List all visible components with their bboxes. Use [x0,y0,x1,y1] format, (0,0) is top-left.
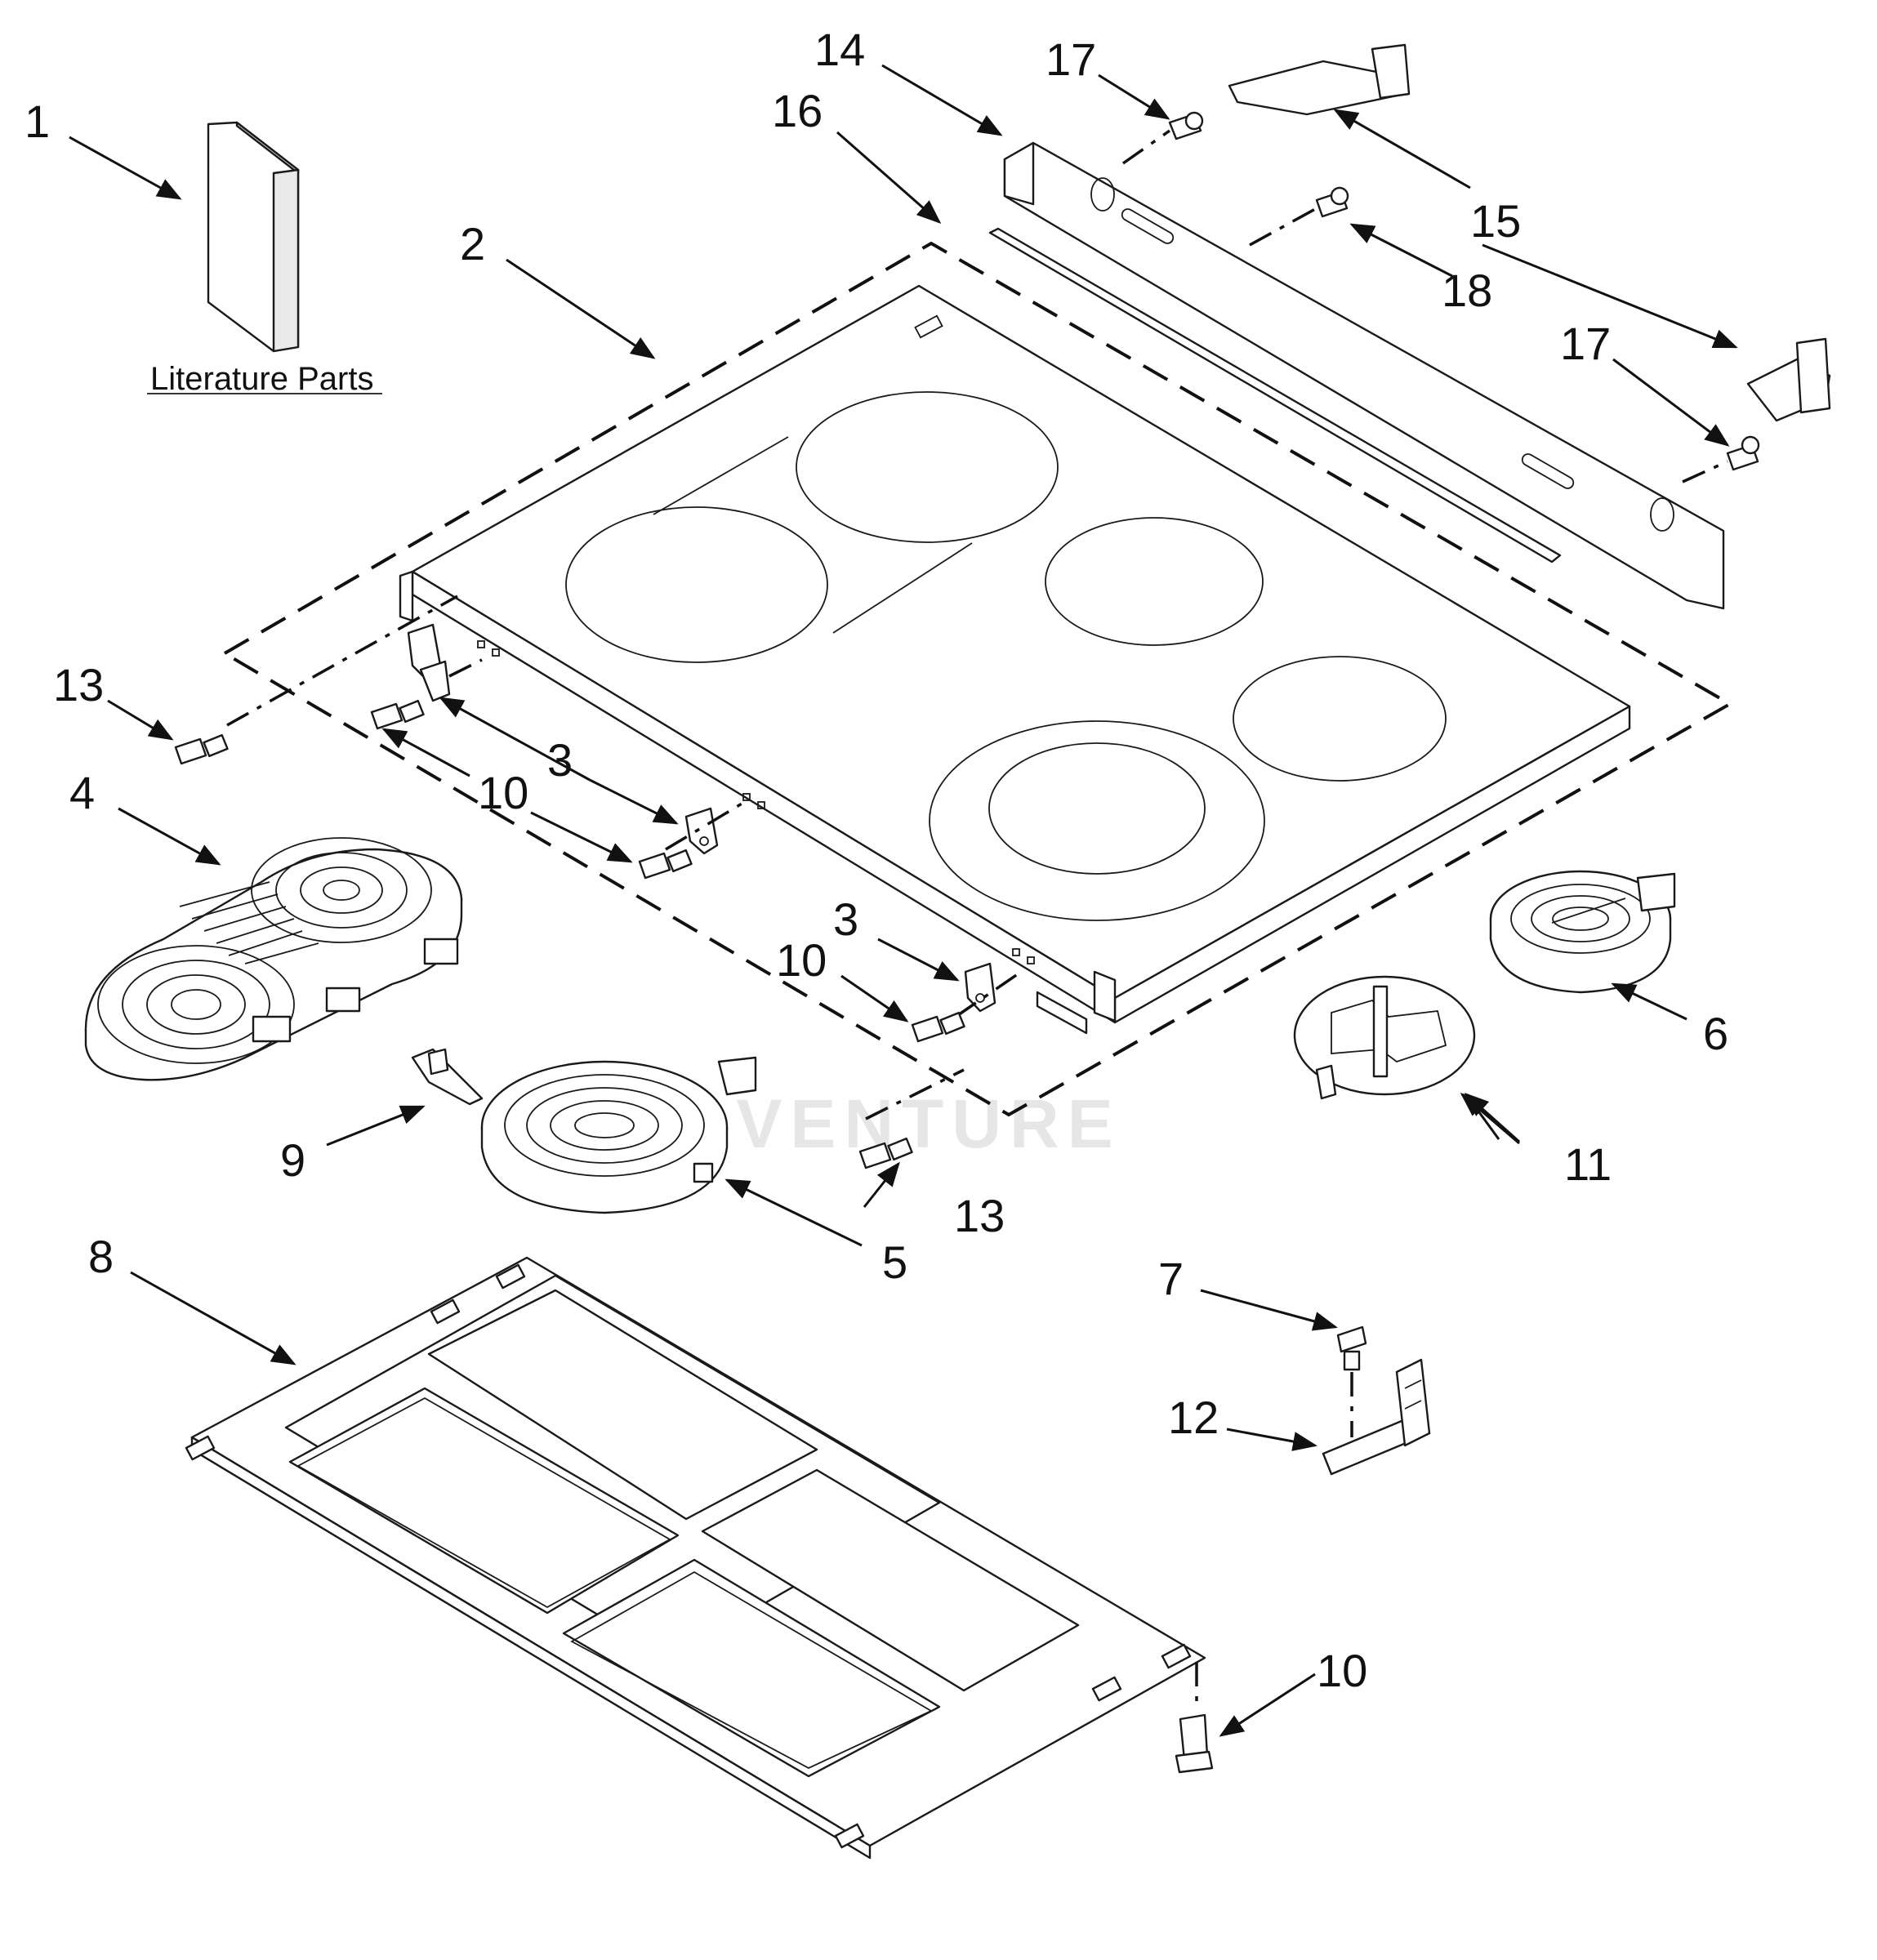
callout-13b: 13 [954,1190,1005,1241]
mounting-bracket-3c [407,623,451,702]
front-bracket-right [1036,991,1088,1035]
literature-parts-booklet [147,121,382,394]
screw-7 [1336,1325,1367,1437]
callout-8: 8 [88,1231,114,1282]
callout-4: 4 [69,767,95,818]
callout-13a: 13 [53,659,104,710]
callout-12: 12 [1168,1392,1219,1443]
callout-15: 15 [1470,195,1521,247]
screw-10d [1175,1662,1214,1774]
clip-9 [411,1048,484,1106]
screw-13a [174,733,229,765]
callout-9: 9 [280,1134,305,1186]
callout-18: 18 [1442,265,1492,316]
screw-10b [638,849,693,880]
screw-10c [911,1011,965,1043]
callout-10b: 10 [776,934,827,986]
callout-2: 2 [460,218,485,270]
leader-lines [69,64,1738,1737]
rear-bracket-left [1228,43,1411,116]
screw-17a [1121,111,1204,165]
rear-bracket-right [1746,337,1831,422]
callout-14: 14 [814,24,865,75]
callout-17a: 17 [1046,33,1096,85]
corner-bracket [1322,1358,1431,1476]
literature-parts-label: Literature Parts [150,361,373,397]
radiant-surface-element-small [1489,870,1676,994]
callout-10c: 10 [1317,1645,1367,1696]
screw-18 [1249,186,1349,247]
callout-7: 7 [1158,1253,1184,1304]
callout-11: 11 [1564,1138,1612,1190]
burner-box [185,1256,1206,1860]
mounting-bracket-3a [684,807,719,855]
screw-17b [1682,435,1760,483]
callout-6: 6 [1703,1008,1728,1059]
glass-cooktop [221,241,1734,1117]
callout-17b: 17 [1560,318,1611,369]
rear-trim [1003,141,1725,610]
callout-3a: 3 [547,734,573,786]
callout-1: 1 [25,96,50,147]
callout-16: 16 [772,85,823,136]
callout-5: 5 [882,1236,907,1288]
dual-radiant-element [84,837,463,1081]
insulation-disc [1293,975,1476,1100]
callout-10a: 10 [478,767,528,818]
screw-10a [370,699,425,730]
radiant-surface-element [480,1056,757,1214]
screw-13b [858,1137,913,1169]
callout-3b: 3 [833,893,858,945]
mounting-bracket-3b [964,962,996,1013]
seal-strip [988,227,1562,564]
